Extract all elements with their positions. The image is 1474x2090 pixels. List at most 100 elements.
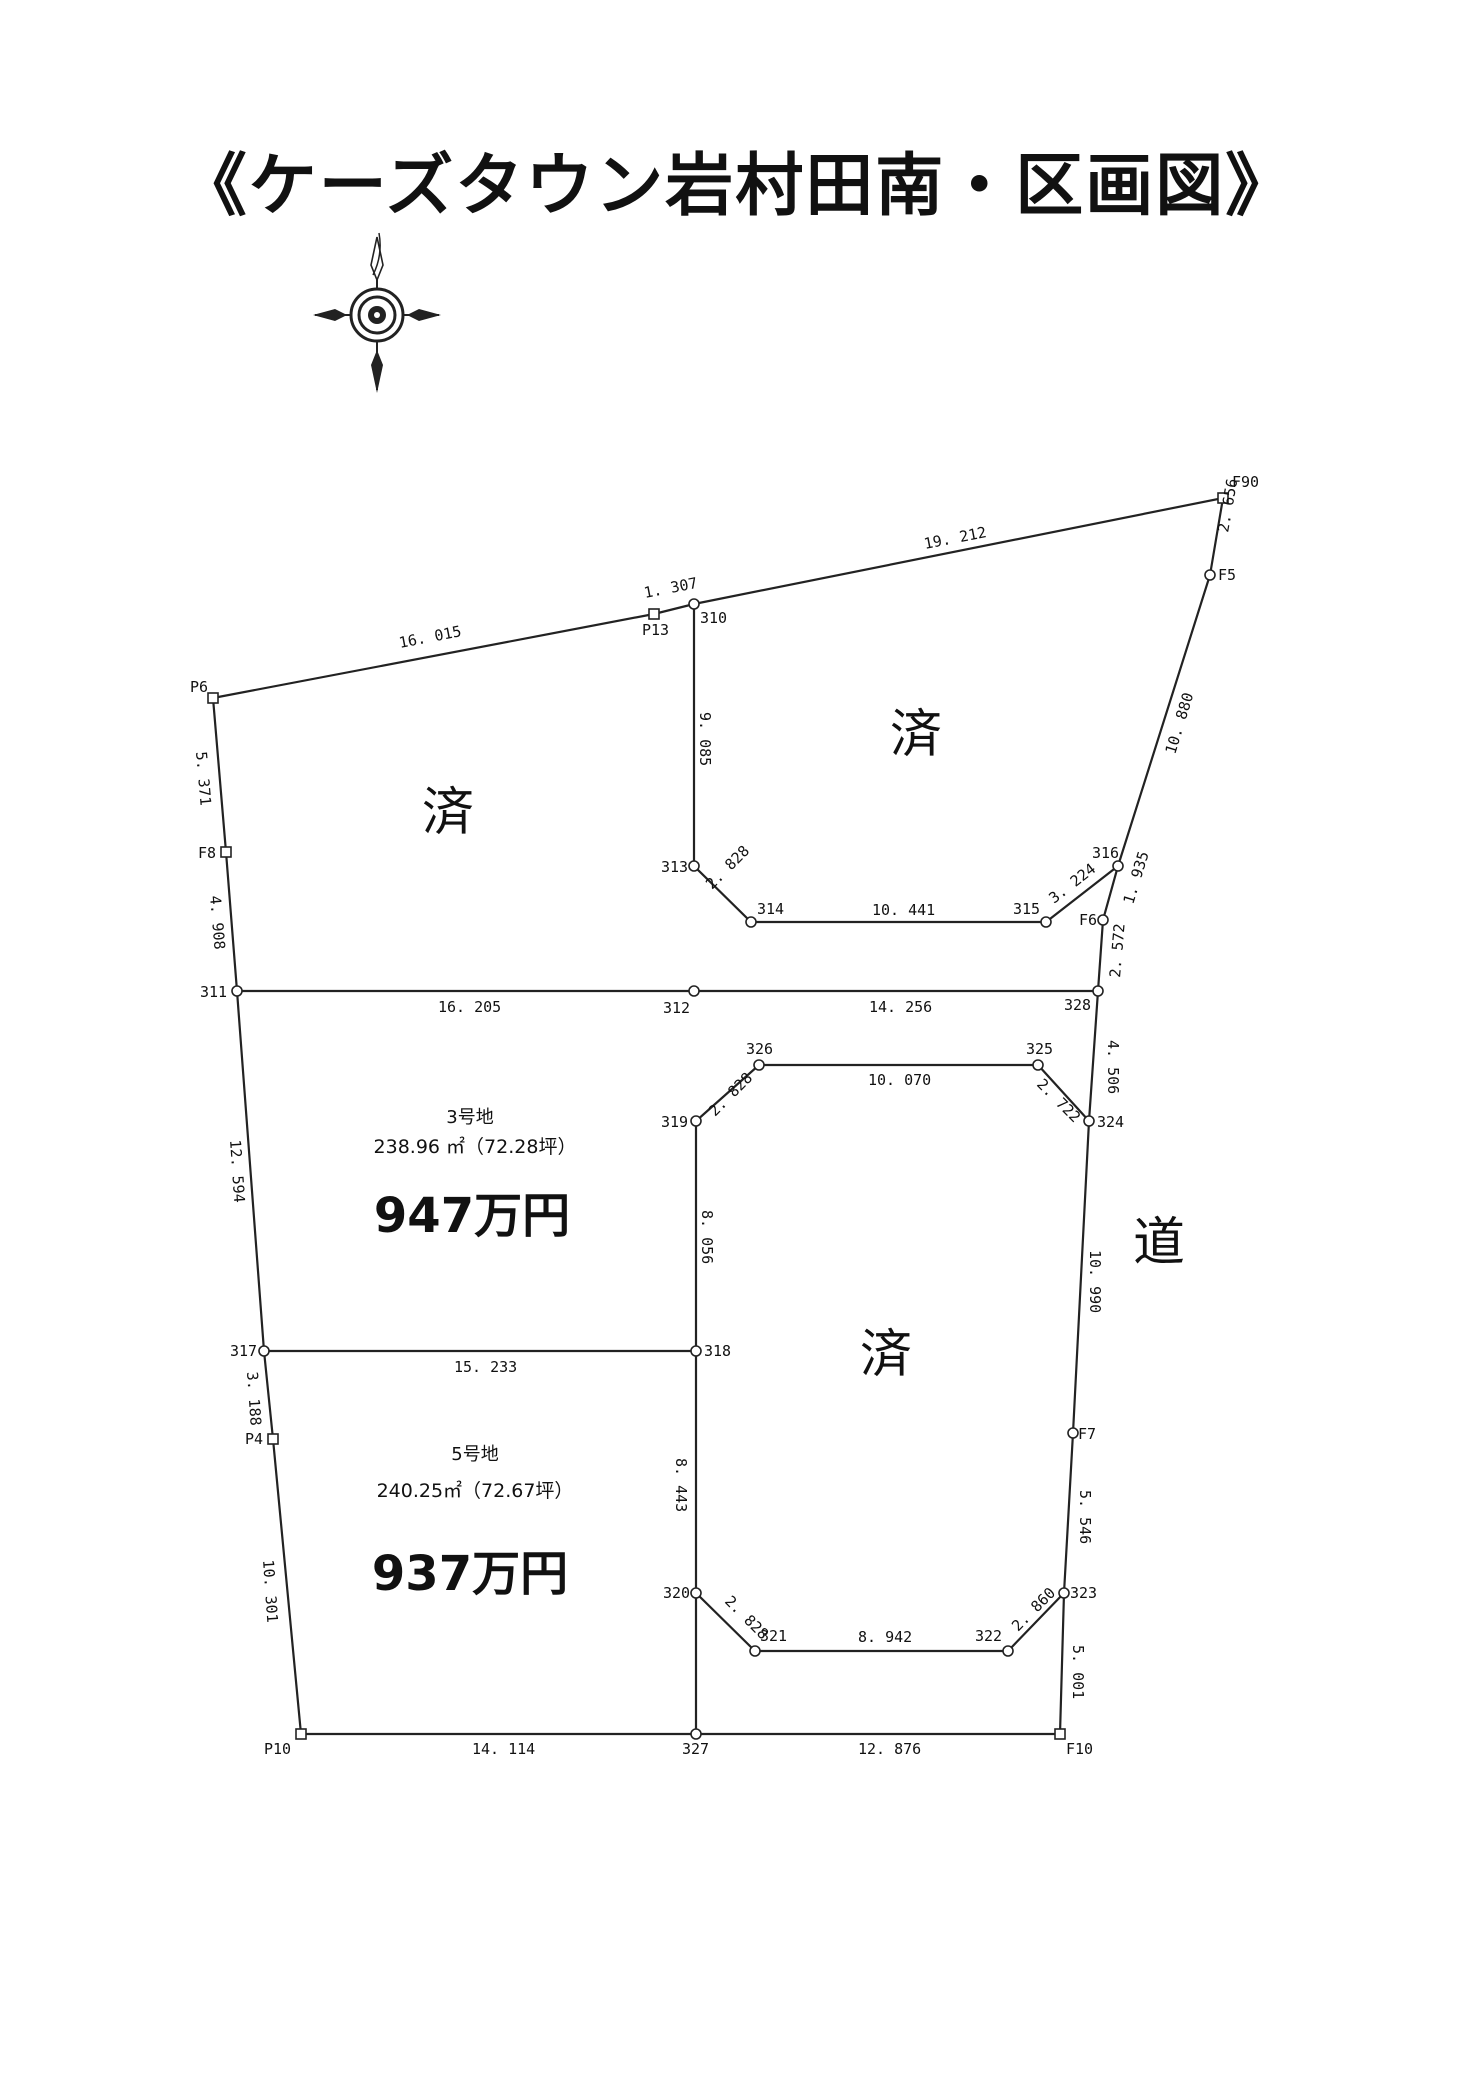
dim-324-f7: 10. 990 — [1086, 1250, 1104, 1313]
dim-p6-f8: 5. 371 — [192, 751, 215, 807]
point-labels: F90 F5 P13 310 P6 F8 313 314 315 316 F6 … — [190, 473, 1259, 1758]
point-label-317: 317 — [230, 1342, 257, 1360]
point-label-318: 318 — [704, 1342, 731, 1360]
dimension-labels: 16. 015 1. 307 19. 212 2. 656 10. 880 1.… — [192, 477, 1241, 1758]
point-label-316: 316 — [1092, 844, 1119, 862]
point-marker-325 — [1032, 1059, 1044, 1071]
point-marker-315 — [1040, 916, 1052, 928]
point-label-320: 320 — [663, 1584, 690, 1602]
dim-p13-310: 1. 307 — [642, 574, 699, 602]
point-marker-327 — [690, 1728, 702, 1740]
point-marker-316 — [1112, 860, 1124, 872]
point-label-324: 324 — [1097, 1113, 1124, 1131]
point-marker-326 — [753, 1059, 765, 1071]
point-label-323: 323 — [1070, 1584, 1097, 1602]
lot-price: 947万円 — [374, 1188, 570, 1244]
point-label-F10: F10 — [1066, 1740, 1093, 1758]
point-marker-312 — [688, 985, 700, 997]
point-label-321: 321 — [760, 1627, 787, 1645]
dim-315-316: 3. 224 — [1045, 860, 1099, 908]
lot-area: 240.25㎡（72.67坪） — [377, 1479, 574, 1502]
dim-f5-316: 10. 880 — [1162, 690, 1198, 756]
dim-311-312: 16. 205 — [438, 998, 501, 1016]
point-label-322: 322 — [975, 1627, 1002, 1645]
dim-325-324: 2. 722 — [1033, 1075, 1084, 1126]
point-marker-F10 — [1054, 1728, 1066, 1740]
point-label-F6: F6 — [1079, 911, 1097, 929]
point-marker-P10 — [295, 1728, 307, 1740]
point-label-P4: P4 — [245, 1430, 263, 1448]
dim-f7-323: 5. 546 — [1076, 1490, 1094, 1544]
point-label-326: 326 — [746, 1040, 773, 1058]
point-label-F8: F8 — [198, 844, 216, 862]
point-marker-F5 — [1204, 569, 1216, 581]
point-label-315: 315 — [1013, 900, 1040, 918]
dim-f8-311: 4. 908 — [206, 895, 229, 951]
point-marker-F6 — [1097, 914, 1109, 926]
point-marker-P13 — [648, 608, 660, 620]
dim-314-315: 10. 441 — [872, 901, 935, 919]
point-marker-P4 — [267, 1433, 279, 1445]
point-marker-323 — [1058, 1587, 1070, 1599]
point-marker-324 — [1083, 1115, 1095, 1127]
dim-319-318: 8. 056 — [698, 1210, 716, 1264]
dim-p6-p13: 16. 015 — [397, 622, 462, 652]
lot-price: 937万円 — [372, 1546, 568, 1602]
compass-rose-icon — [313, 232, 441, 393]
point-label-F7: F7 — [1078, 1425, 1096, 1443]
point-label-328: 328 — [1064, 996, 1091, 1014]
lot-name: 3号地 — [446, 1107, 493, 1128]
dim-f6-328: 2. 572 — [1106, 923, 1129, 979]
dim-311-317: 12. 594 — [226, 1139, 248, 1203]
point-label-313: 313 — [661, 858, 688, 876]
dim-327-f10: 12. 876 — [858, 1740, 921, 1758]
point-label-314: 314 — [757, 900, 784, 918]
point-label-311: 311 — [200, 983, 227, 1001]
survey-points — [207, 492, 1229, 1740]
point-label-F5: F5 — [1218, 566, 1236, 584]
point-label-P13: P13 — [642, 621, 669, 639]
point-label-319: 319 — [661, 1113, 688, 1131]
point-label-327: 327 — [682, 1740, 709, 1758]
site-boundary — [211, 496, 1225, 1736]
dim-320-321: 2. 828 — [721, 1592, 772, 1643]
point-marker-322 — [1002, 1645, 1014, 1657]
point-label-310: 310 — [700, 609, 727, 627]
point-marker-320 — [690, 1587, 702, 1599]
sold-label-left: 済 — [422, 783, 474, 843]
point-marker-317 — [258, 1345, 270, 1357]
dim-319-326: 2. 828 — [705, 1069, 756, 1120]
sold-label-center: 済 — [860, 1325, 912, 1385]
lot-area: 238.96 ㎡（72.28坪） — [374, 1135, 577, 1158]
point-label-312: 312 — [663, 999, 690, 1017]
point-label-P10: P10 — [264, 1740, 291, 1758]
sold-label-upper-right: 済 — [890, 705, 942, 765]
dim-316-f6: 1. 935 — [1120, 849, 1153, 906]
point-marker-F8 — [220, 846, 232, 858]
dim-f90-f5: 2. 656 — [1214, 477, 1241, 533]
point-label-325: 325 — [1026, 1040, 1053, 1058]
road-label: 道 — [1133, 1213, 1185, 1273]
point-label-F90: F90 — [1232, 473, 1259, 491]
dim-310-313: 9. 085 — [696, 712, 714, 766]
point-marker-310 — [688, 598, 700, 610]
point-marker-P6 — [207, 692, 219, 704]
lot-5-info: 5号地 240.25㎡（72.67坪） 937万円 — [372, 1444, 574, 1602]
dim-318-320: 8. 443 — [672, 1458, 690, 1512]
lot-name: 5号地 — [451, 1444, 498, 1465]
point-label-P6: P6 — [190, 678, 208, 696]
dim-322-323: 2. 860 — [1008, 1584, 1059, 1635]
dim-321-322: 8. 942 — [858, 1628, 912, 1646]
dim-312-328: 14. 256 — [869, 998, 932, 1016]
point-marker-F7 — [1067, 1427, 1079, 1439]
dim-317-318: 15. 233 — [454, 1358, 517, 1376]
point-marker-321 — [749, 1645, 761, 1657]
point-marker-F90 — [1217, 492, 1229, 504]
lot-3-info: 3号地 238.96 ㎡（72.28坪） 947万円 — [374, 1107, 577, 1244]
point-marker-311 — [231, 985, 243, 997]
point-marker-319 — [690, 1115, 702, 1127]
dim-323-f10: 5. 001 — [1069, 1645, 1087, 1699]
dim-317-p4: 3. 188 — [243, 1371, 265, 1426]
dim-313-314: 2. 828 — [702, 842, 753, 893]
